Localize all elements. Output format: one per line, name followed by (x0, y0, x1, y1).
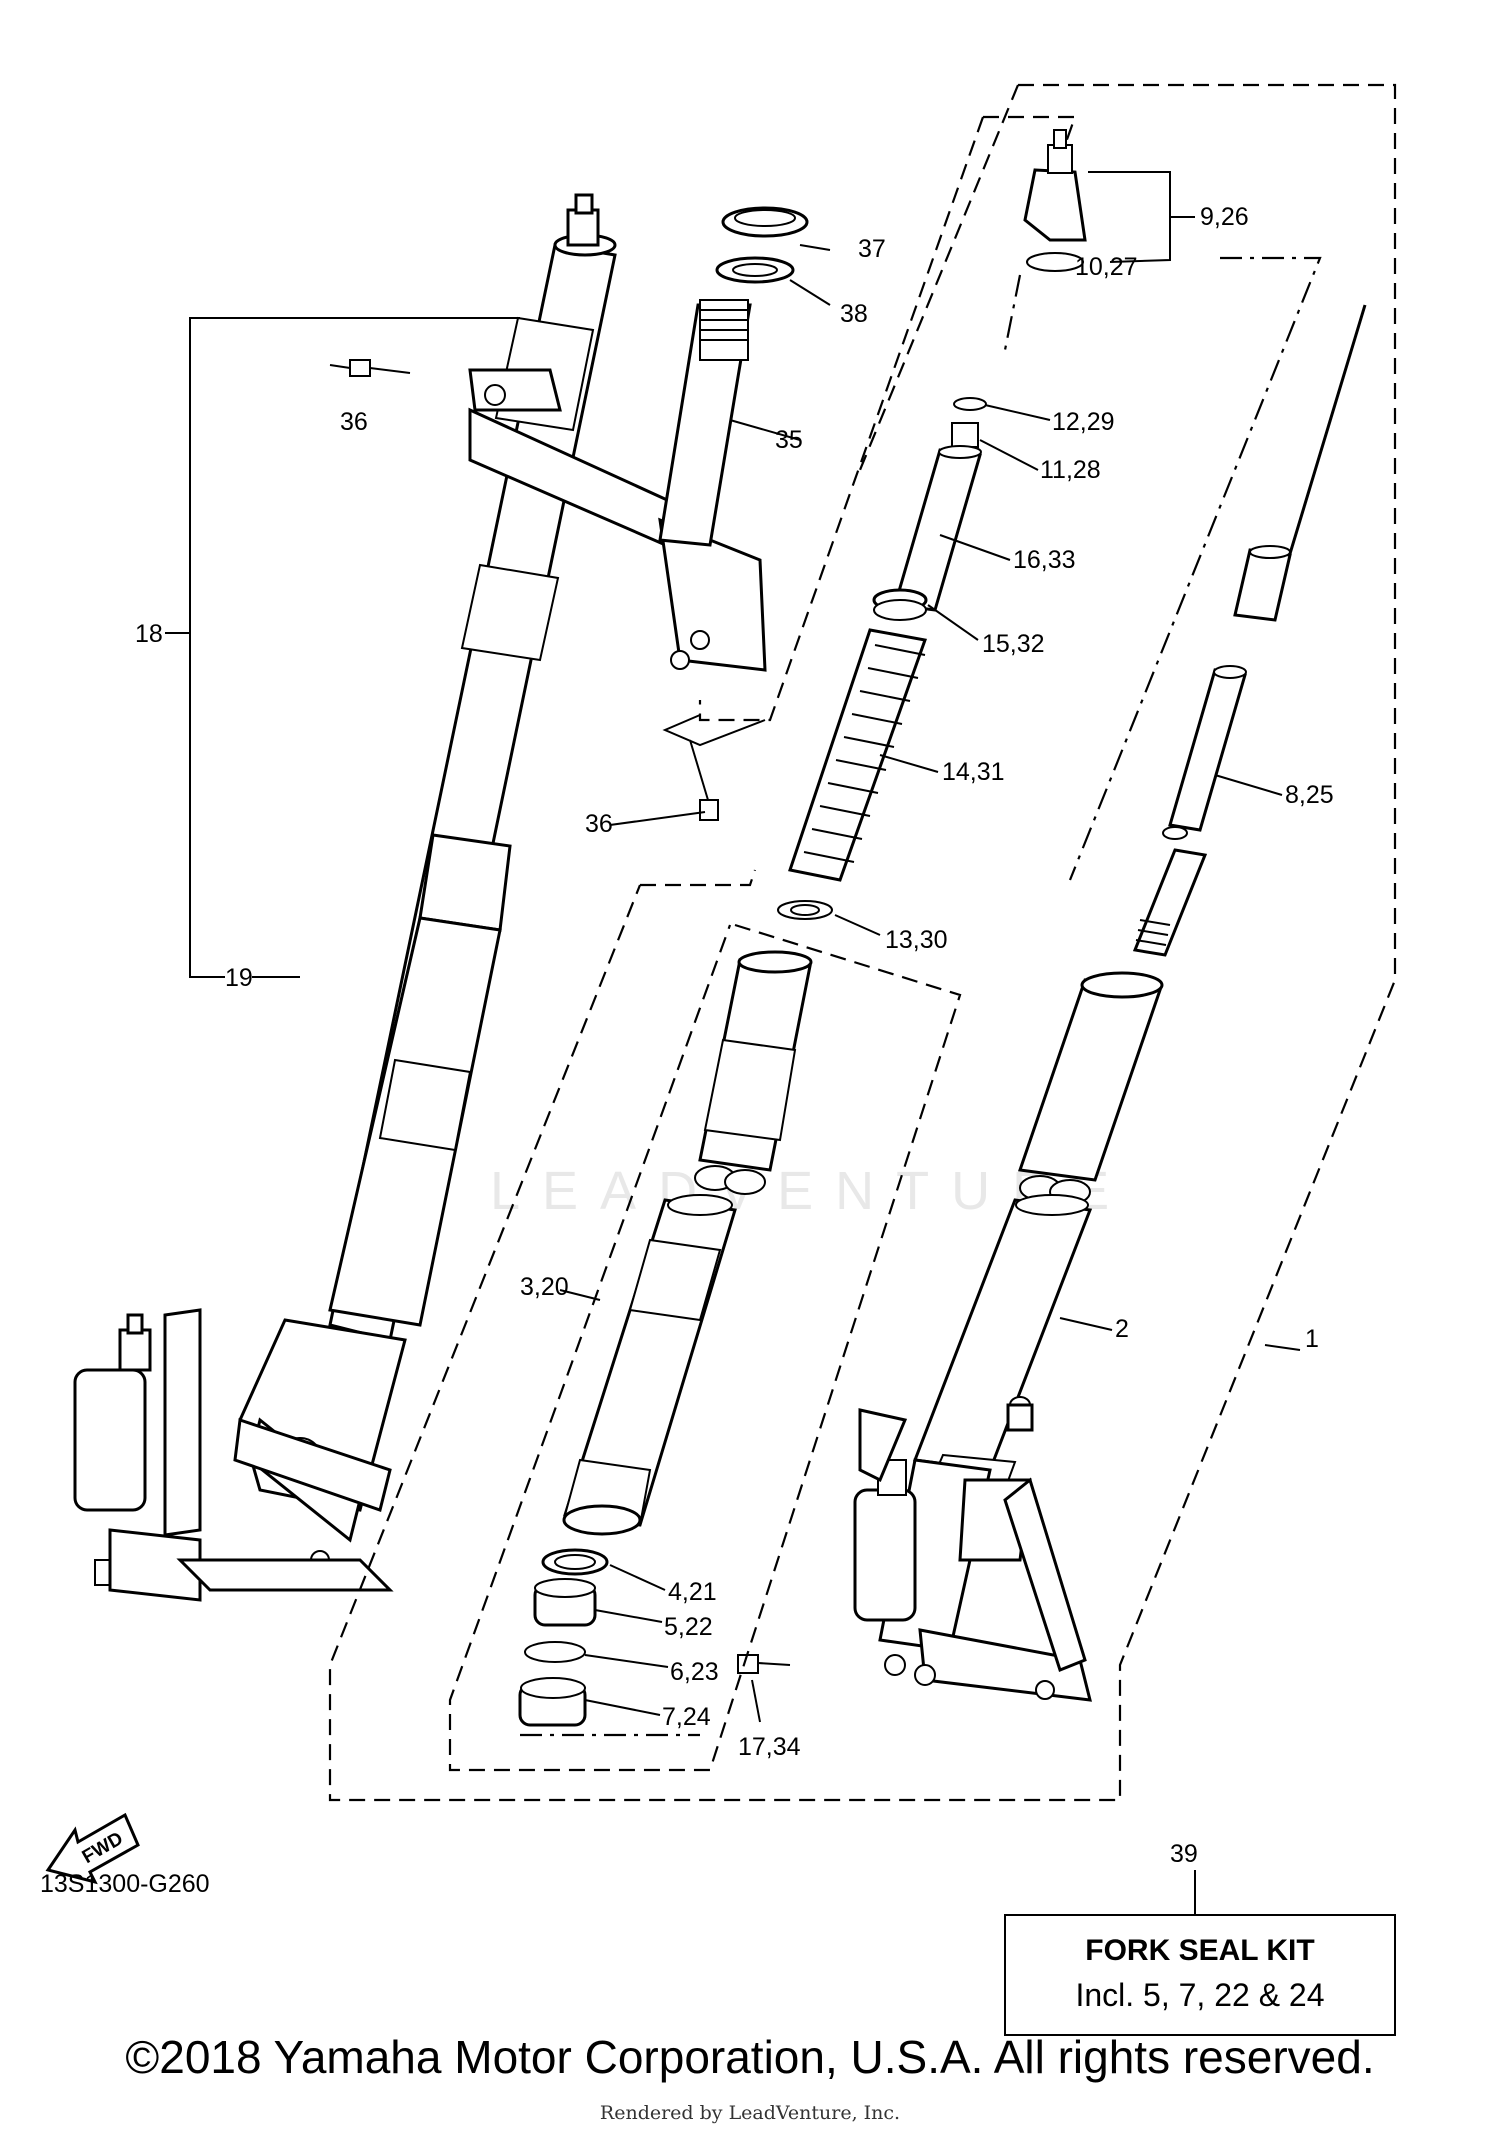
callout-8-25: 8,25 (1285, 781, 1334, 809)
callout-17-34: 17,34 (738, 1733, 801, 1761)
fork-seal-kit-box: FORK SEAL KIT Incl. 5, 7, 22 & 24 (1004, 1914, 1396, 2036)
callout-13-30: 13,30 (885, 926, 948, 954)
callout-9-26: 9,26 (1200, 203, 1249, 231)
callout-5-22: 5,22 (664, 1613, 713, 1641)
left-fork-assembly (73, 193, 617, 1602)
callout-39: 39 (1170, 1840, 1198, 1868)
outer-tube (737, 971, 1164, 1702)
diagram-code: 13S1300-G260 (40, 1870, 210, 1898)
callout-4-21: 4,21 (668, 1578, 717, 1606)
callout-6-23: 6,23 (670, 1658, 719, 1686)
rendered-by-notice: Rendered by LeadVenture, Inc. (599, 2102, 901, 2124)
callout-11-28: 11,28 (1040, 456, 1101, 484)
callout-labels: 1 2 3,20 4,21 5,22 6,23 7,24 8,25 9,26 1… (135, 203, 1334, 1868)
leadventure-watermark: LEADVENTURE (490, 1161, 1132, 1221)
copyright-notice: ©2018 Yamaha Motor Corporation, U.S.A. A… (125, 2031, 1375, 2083)
callout-7-24: 7,24 (662, 1703, 711, 1731)
callout-37: 37 (858, 235, 886, 263)
inner-tube (562, 950, 813, 1536)
fork-internal-parts (777, 129, 1087, 920)
callout-leaders (165, 171, 1301, 1915)
callout-16-33: 16,33 (1013, 546, 1076, 574)
callout-36-lower: 36 (585, 810, 613, 838)
kit-title: FORK SEAL KIT (1085, 1934, 1314, 1967)
seal-parts (518, 1548, 609, 1727)
kit-description: Incl. 5, 7, 22 & 24 (1075, 1977, 1324, 2013)
damper-rod (1132, 304, 1367, 957)
callout-15-32: 15,32 (982, 630, 1045, 658)
assembly-outlines (328, 83, 1397, 1802)
under-bracket-and-steering-stem (349, 206, 809, 821)
callout-2: 2 (1115, 1315, 1129, 1343)
callout-19: 19 (225, 964, 253, 992)
callout-12-29: 12,29 (1052, 408, 1115, 436)
callout-36-upper: 36 (340, 408, 368, 436)
callout-35: 35 (775, 426, 803, 454)
callout-3-20: 3,20 (520, 1273, 569, 1301)
callout-10-27: 10,27 (1075, 253, 1138, 281)
callout-1: 1 (1305, 1325, 1319, 1353)
callout-14-31: 14,31 (942, 758, 1005, 786)
callout-38: 38 (840, 300, 868, 328)
callout-18: 18 (135, 620, 163, 648)
